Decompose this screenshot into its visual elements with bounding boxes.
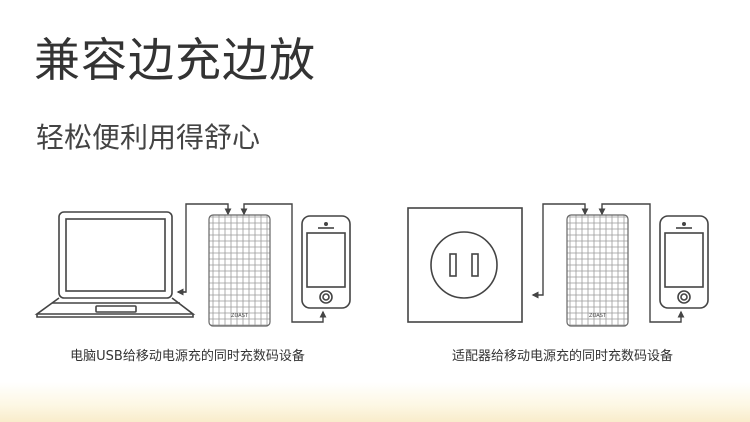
laptop-charging-diagram: ZOAST <box>0 190 375 340</box>
power-bank: ZOAST <box>208 214 271 327</box>
power-bank: ZOAST <box>566 214 629 327</box>
phone-icon <box>301 215 351 309</box>
adapter-charging-diagram: ZOAST <box>375 190 750 340</box>
power-bank-brand: ZOAST <box>231 313 249 319</box>
phone-icon <box>659 215 709 309</box>
phone-cable <box>598 203 685 323</box>
phone-cable <box>240 203 327 323</box>
power-bank-brand: ZOAST <box>589 313 607 319</box>
scenario-caption-laptop: 电脑USB给移动电源充的同时充数码设备 <box>70 349 305 364</box>
bottom-glow <box>0 382 750 422</box>
adapter-cable <box>531 203 589 299</box>
subheadline: 轻松便利用得舒心 <box>36 121 261 154</box>
wall-socket-icon <box>407 207 523 323</box>
laptop-icon <box>34 211 196 318</box>
headline: 兼容边充边放 <box>34 33 316 87</box>
scenario-caption-adapter: 适配器给移动电源充的同时充数码设备 <box>451 349 673 364</box>
laptop-diagram-svg: ZOAST <box>34 203 351 327</box>
adapter-diagram-svg: ZOAST <box>407 203 709 327</box>
